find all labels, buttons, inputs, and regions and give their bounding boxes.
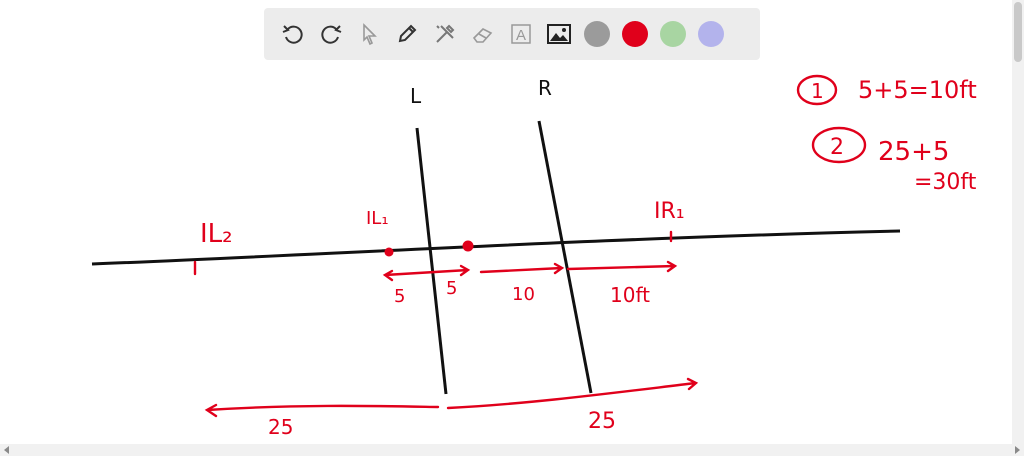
- text-tool-button[interactable]: A: [502, 15, 540, 53]
- vertical-scrollbar[interactable]: [1012, 0, 1024, 444]
- label-dist-25-left: 25: [268, 415, 293, 439]
- arrow-10: [479, 262, 565, 275]
- pointer-icon: [363, 23, 377, 46]
- tools-icon: [436, 24, 455, 43]
- arrow-10ft: [566, 260, 678, 273]
- undo-button[interactable]: [274, 15, 312, 53]
- label-il1: IL₁: [366, 208, 389, 229]
- pen-tool-button[interactable]: [388, 15, 426, 53]
- note2-line1: 25+5: [878, 137, 949, 167]
- wall-line-left: [415, 127, 448, 395]
- label-dist-5a: 5: [394, 286, 405, 307]
- arrow-25-right: [446, 377, 699, 410]
- tools-button[interactable]: [426, 15, 464, 53]
- text-icon: A: [511, 24, 531, 44]
- color-swatch-red[interactable]: [622, 21, 648, 47]
- drawing-toolbar: A: [264, 8, 760, 60]
- arrow-5-left: [382, 264, 471, 282]
- redo-button[interactable]: [312, 15, 350, 53]
- color-swatch-gray[interactable]: [584, 21, 610, 47]
- image-icon: [547, 24, 571, 44]
- label-ir1: IR₁: [654, 199, 685, 224]
- label-dist-10ft: 10ft: [610, 283, 650, 307]
- label-dist-25-right: 25: [588, 409, 616, 434]
- pen-icon: [398, 24, 417, 43]
- horizontal-scrollbar[interactable]: [0, 444, 1024, 456]
- note1-marker: 1: [811, 79, 824, 103]
- label-dist-5b: 5: [446, 278, 457, 299]
- label-r: R: [538, 76, 552, 100]
- scroll-left-arrow-icon[interactable]: [4, 446, 9, 454]
- label-l: L: [410, 84, 422, 108]
- scroll-right-arrow-icon[interactable]: [1015, 446, 1020, 454]
- arrow-25-left: [204, 403, 440, 418]
- undo-icon: [282, 25, 303, 44]
- wall-line-right: [537, 120, 593, 394]
- note1-text: 5+5=10ft: [858, 76, 977, 104]
- point-mid: [462, 240, 474, 252]
- point-il1: [384, 247, 394, 257]
- color-swatch-green[interactable]: [660, 21, 686, 47]
- eraser-icon: [472, 28, 493, 43]
- select-tool-button[interactable]: [350, 15, 388, 53]
- note2-marker: 2: [830, 135, 844, 160]
- image-tool-button[interactable]: [540, 15, 578, 53]
- vertical-scroll-thumb[interactable]: [1014, 2, 1022, 62]
- note2-line2: =30ft: [914, 170, 977, 195]
- label-il2: IL₂: [200, 219, 233, 249]
- redo-icon: [321, 25, 342, 44]
- text-tool-letter: A: [516, 27, 526, 44]
- color-swatch-lavender[interactable]: [698, 21, 724, 47]
- baseline-line: [91, 229, 901, 266]
- eraser-tool-button[interactable]: [464, 15, 502, 53]
- note1-circle: [796, 74, 838, 106]
- note2-circle: [811, 126, 867, 164]
- label-dist-10: 10: [512, 284, 535, 305]
